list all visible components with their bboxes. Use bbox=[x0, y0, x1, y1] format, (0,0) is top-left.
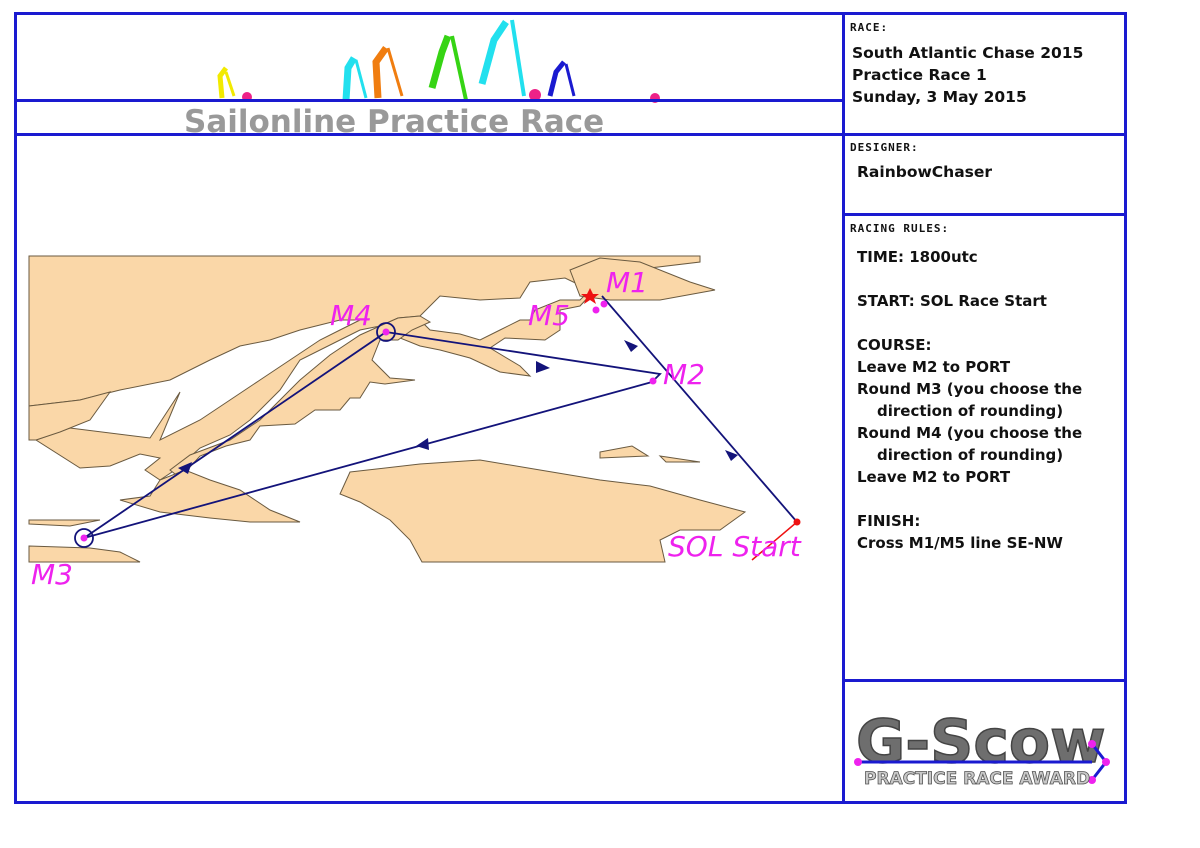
designer-name: RainbowChaser bbox=[857, 163, 993, 181]
rules-start: START: SOL Race Start bbox=[857, 292, 1047, 310]
race-date: Sunday, 3 May 2015 bbox=[852, 88, 1027, 106]
race-header: RACE: bbox=[850, 21, 889, 34]
m4-dot bbox=[382, 328, 390, 336]
rules-finish-header: FINISH: bbox=[857, 512, 921, 530]
race-name: South Atlantic Chase 2015 bbox=[852, 44, 1084, 62]
rules-course-item: Leave M2 to PORT bbox=[857, 358, 1011, 376]
outer-frame bbox=[14, 12, 1127, 804]
course-arrows bbox=[178, 340, 738, 474]
rules-course-item: Leave M2 to PORT bbox=[857, 468, 1011, 486]
rules-course-item: direction of rounding) bbox=[877, 446, 1064, 464]
rules-course-header: COURSE: bbox=[857, 336, 932, 354]
m1-label: M1 bbox=[606, 266, 648, 299]
banner-sails bbox=[217, 19, 660, 103]
award-subtitle: PRACTICE RACE AWARD bbox=[864, 769, 1090, 789]
race-subtitle: Practice Race 1 bbox=[852, 66, 987, 84]
rules-header: RACING RULES: bbox=[850, 222, 950, 235]
race-info: South Atlantic Chase 2015 Practice Race … bbox=[852, 42, 1083, 108]
m3-circle bbox=[74, 528, 94, 548]
m4-circle bbox=[376, 322, 396, 342]
racing-rules: TIME: 1800utc START: SOL Race Start COUR… bbox=[857, 246, 1117, 554]
award-title: G-Scow bbox=[856, 707, 1106, 777]
m5-dot bbox=[592, 306, 600, 314]
course-marks bbox=[74, 288, 801, 561]
mark-labels: M1 M2 M3 M4 M5 SOL Start bbox=[31, 266, 802, 591]
finish-star-icon bbox=[581, 288, 599, 304]
designer-divider bbox=[845, 213, 1124, 216]
start-line bbox=[751, 521, 798, 561]
designer-header: DESIGNER: bbox=[850, 141, 919, 154]
m4-label: M4 bbox=[330, 299, 372, 332]
rules-course-item: Round M4 (you choose the bbox=[857, 424, 1083, 442]
rules-time: TIME: 1800utc bbox=[857, 248, 978, 266]
rules-course-item: direction of rounding) bbox=[877, 402, 1064, 420]
rules-course-item: Round M3 (you choose the bbox=[857, 380, 1083, 398]
banner-baseline bbox=[17, 99, 843, 102]
rules-divider bbox=[845, 679, 1124, 682]
m1-dot bbox=[600, 300, 608, 308]
award-logo: G-Scow PRACTICE RACE AWARD bbox=[854, 706, 1110, 789]
panel-divider bbox=[842, 15, 845, 801]
m5-label: M5 bbox=[528, 299, 570, 332]
start-label: SOL Start bbox=[668, 530, 802, 563]
m2-dot bbox=[649, 377, 657, 385]
m3-label: M3 bbox=[31, 558, 73, 591]
m2-label: M2 bbox=[663, 358, 705, 391]
banner-bottom bbox=[17, 133, 1124, 136]
rules-finish: Cross M1/M5 line SE-NW bbox=[857, 534, 1063, 552]
m3-dot bbox=[80, 534, 88, 542]
